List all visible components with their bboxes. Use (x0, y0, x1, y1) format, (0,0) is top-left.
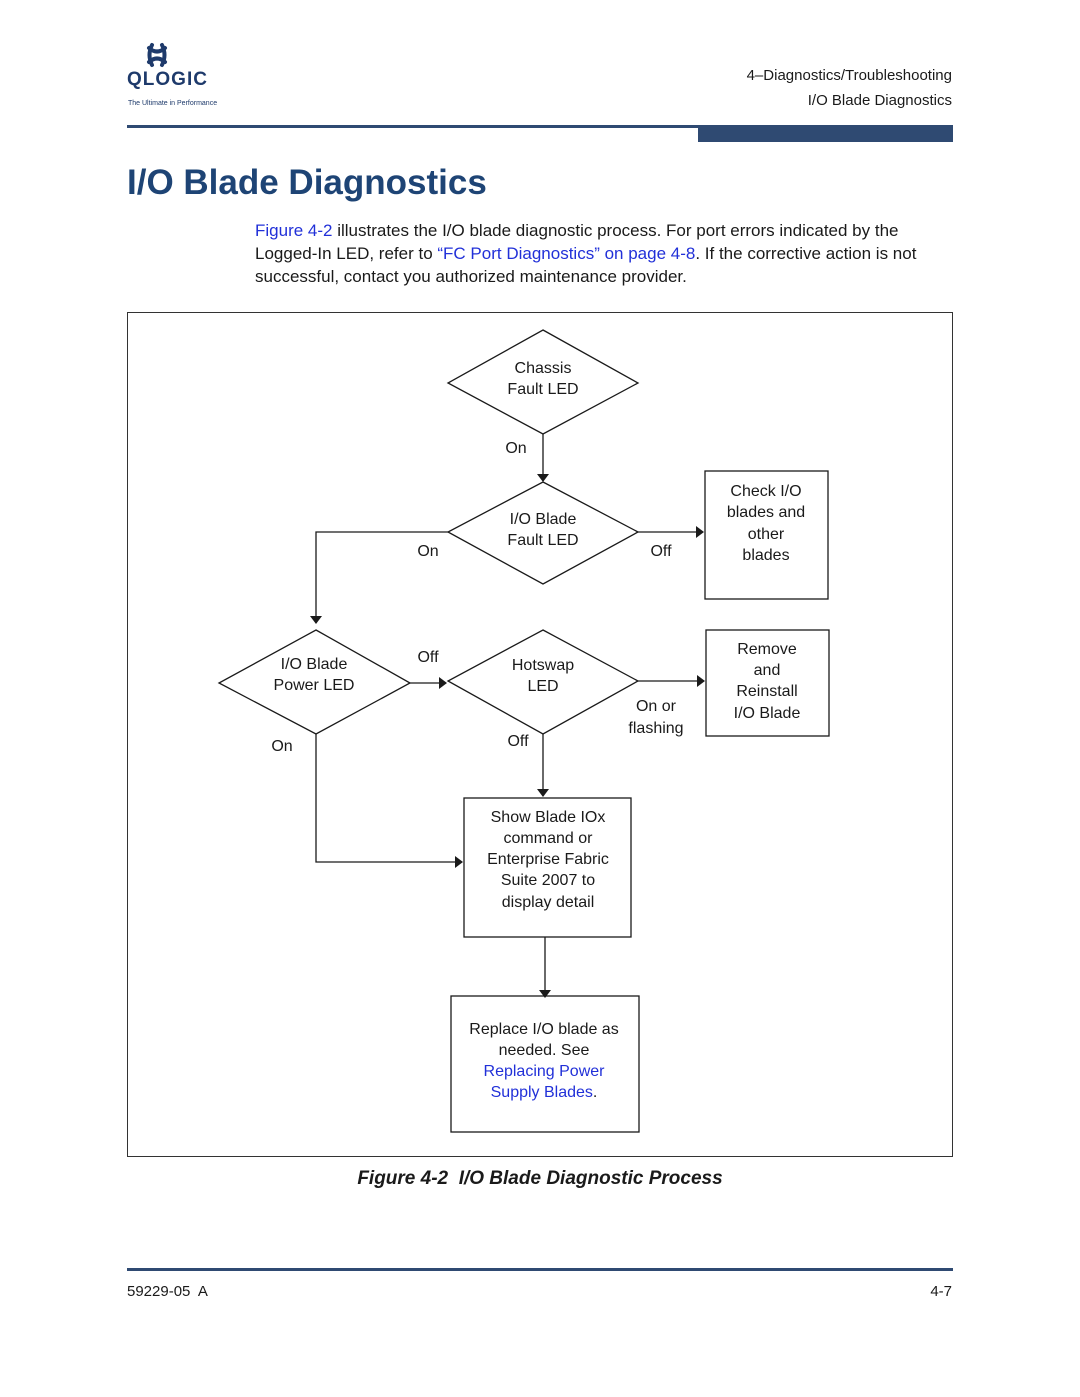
arrow-iofault-on (310, 531, 448, 624)
check-blades-box (704, 470, 829, 600)
hotswap-on-label-1: On or (636, 698, 677, 715)
chassis-fault-label-2: Fault LED (507, 381, 578, 398)
intro-paragraph: Figure 4-2 illustrates the I/O blade dia… (255, 219, 955, 288)
replace-box-line-1: Replace I/O blade as (469, 1021, 618, 1038)
power-on-label: On (271, 738, 292, 755)
intro-text-1: illustrates the I/O blade diagnostic pro… (255, 221, 899, 263)
figure-frame (127, 312, 953, 1157)
intro-text-2: . If the corrective action is not succes… (255, 244, 917, 286)
remove-box-line-2: and (754, 662, 781, 679)
replacing-power-link[interactable]: Replacing Power (484, 1063, 606, 1080)
hotswap-off-label: Off (507, 733, 529, 750)
remove-reinstall-box (705, 629, 830, 737)
qlogic-emblem-icon (147, 43, 167, 67)
show-box-line-4: Suite 2007 to (501, 872, 595, 889)
show-box-line-2: command or (504, 830, 594, 847)
figure-link[interactable]: Figure 4-2 (255, 221, 333, 240)
header-section: I/O Blade Diagnostics (807, 92, 952, 109)
show-box-line-1: Show Blade IOx (491, 809, 606, 826)
check-box-line-2: blades and (727, 504, 805, 521)
caption-label: Figure 4-2 (357, 1168, 449, 1189)
qlogic-logo: QLOGIC The Ultimate in Performance (127, 42, 227, 112)
io-fault-off-label: Off (650, 543, 672, 560)
chassis-fault-label-1: Chassis (515, 360, 572, 377)
io-fault-label-2: Fault LED (507, 532, 578, 549)
check-box-line-1: Check I/O (730, 483, 801, 500)
footer-doc-id: 59229-05 A (127, 1283, 208, 1300)
figure-caption: Figure 4-2 I/O Blade Diagnostic Process (0, 1168, 1080, 1190)
check-box-line-4: blades (742, 547, 789, 564)
header-rule (127, 125, 953, 128)
remove-box-line-3: Reinstall (736, 683, 797, 700)
arrow-power-on (315, 734, 463, 868)
logo-tagline: The Ultimate in Performance (128, 100, 218, 107)
hotswap-label-1: Hotswap (512, 657, 574, 674)
check-box-line-3: other (748, 526, 785, 543)
supply-blades-link[interactable]: Supply Blades (491, 1084, 593, 1101)
power-off-label: Off (417, 649, 439, 666)
replace-box-line-2: needed. See (499, 1042, 590, 1059)
io-fault-on-label: On (417, 543, 438, 560)
remove-box-line-4: I/O Blade (734, 705, 801, 722)
power-led-label-2: Power LED (274, 677, 355, 694)
replace-link-line: Supply Blades. (491, 1084, 598, 1101)
footer-page-number: 4-7 (930, 1283, 952, 1300)
io-fault-diamond (446, 481, 640, 585)
hotswap-label-2: LED (527, 678, 558, 695)
chassis-on-label: On (505, 440, 526, 457)
header-chapter: 4–Diagnostics/Troubleshooting (746, 67, 952, 84)
page-title: I/O Blade Diagnostics (127, 163, 487, 202)
show-blade-box (463, 797, 632, 938)
show-box-line-5: display detail (502, 894, 595, 911)
header-rule-tab (698, 125, 953, 142)
hotswap-on-label-2: flashing (628, 720, 683, 737)
fc-port-diagnostics-link[interactable]: “FC Port Diagnostics” on page 4-8 (437, 244, 696, 263)
replace-period: . (593, 1084, 597, 1101)
remove-box-line-1: Remove (737, 641, 797, 658)
caption-text: I/O Blade Diagnostic Process (458, 1168, 723, 1189)
footer-rule (127, 1268, 953, 1271)
io-fault-label-1: I/O Blade (510, 511, 577, 528)
show-box-line-3: Enterprise Fabric (487, 851, 609, 868)
power-led-label-1: I/O Blade (281, 656, 348, 673)
logo-wordmark: QLOGIC (127, 69, 208, 90)
